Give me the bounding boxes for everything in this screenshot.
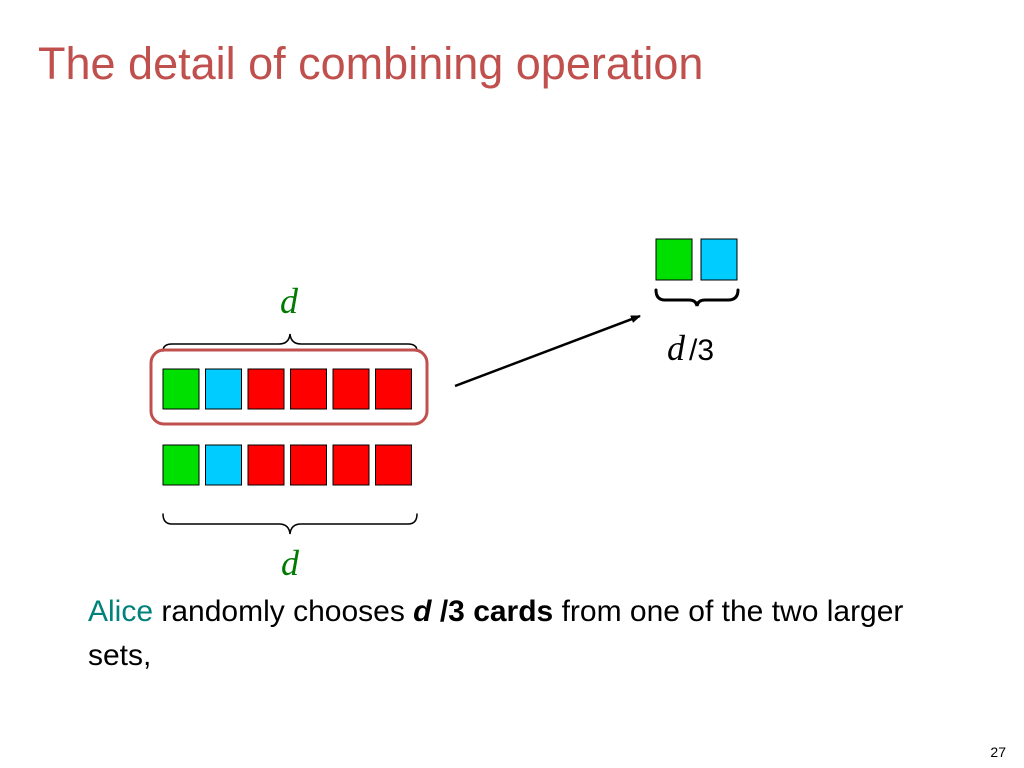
selection-arrow	[454, 314, 641, 388]
bottom-d-label: d	[281, 543, 300, 583]
cyan-card	[205, 368, 242, 410]
chosen-card-set	[655, 238, 738, 281]
bottom-card-row	[162, 444, 412, 486]
caption: Alice randomly chooses d /3 cards from o…	[88, 590, 948, 678]
caption-text-1: randomly chooses	[153, 595, 414, 628]
caption-bold-rest: /3 cards	[431, 595, 554, 628]
result-label-rest: /3	[689, 334, 714, 367]
page-number: 27	[990, 744, 1006, 760]
red-card	[290, 368, 327, 410]
top-brace	[162, 333, 418, 352]
red-card	[375, 368, 412, 410]
green-card	[162, 368, 200, 410]
result-label-var: d	[667, 328, 686, 368]
top-d-label: d	[280, 281, 299, 321]
red-card	[332, 368, 370, 410]
caption-alice: Alice	[88, 595, 154, 628]
red-card	[247, 368, 285, 410]
chosen-brace	[654, 288, 740, 307]
red-card	[332, 444, 370, 486]
green-card	[162, 444, 200, 486]
slide-title: The detail of combining operation	[38, 38, 704, 89]
green-card	[655, 238, 693, 281]
top-card-row	[162, 368, 412, 410]
caption-bold: d /3 cards	[413, 595, 553, 628]
selected-set-highlight	[149, 348, 429, 426]
caption-text-2: from one of the two larger sets,	[88, 595, 904, 672]
caption-bold-var: d	[413, 595, 432, 628]
red-card	[375, 444, 412, 486]
cyan-card	[205, 444, 242, 486]
result-label: d/3	[667, 328, 714, 368]
red-card	[247, 444, 285, 486]
red-card	[290, 444, 327, 486]
cyan-card	[700, 238, 738, 281]
bottom-brace	[162, 513, 418, 535]
